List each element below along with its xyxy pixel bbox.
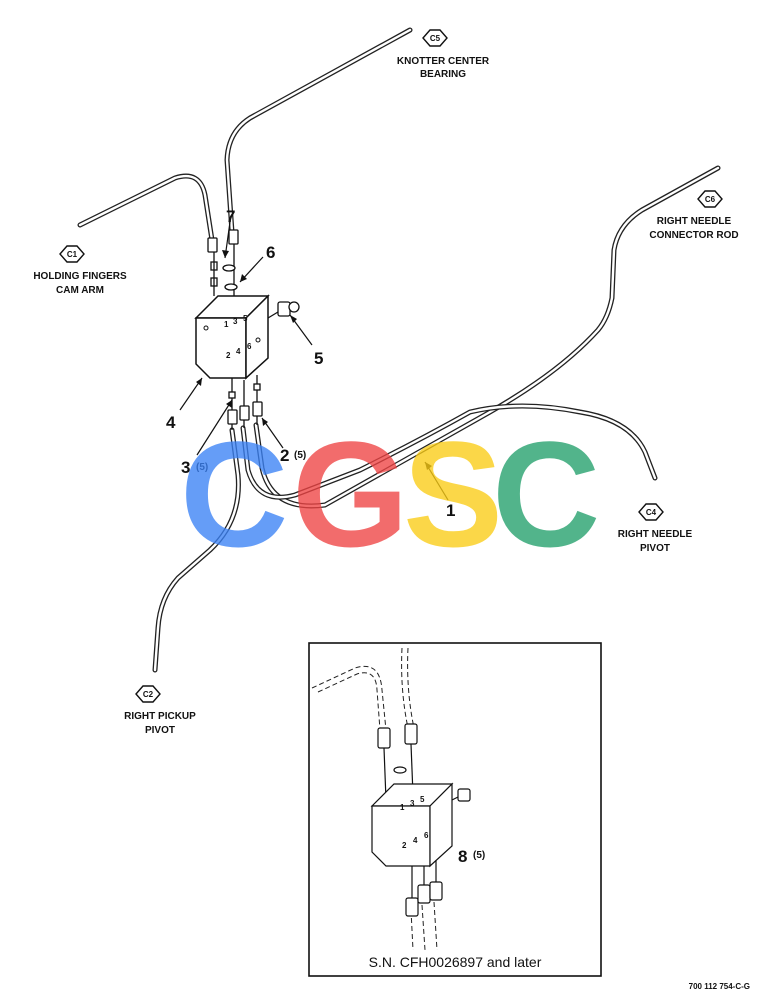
location-code: C6 [705, 195, 716, 204]
inset-port-6: 6 [424, 831, 429, 840]
tube-to-c2 [152, 427, 241, 673]
divider-block: 1 3 5 2 4 6 [194, 294, 270, 380]
figure-reference: 700 112 754-C-G [689, 982, 750, 991]
block-ports-top: 1 3 5 [224, 314, 248, 329]
lower-fittings [227, 375, 263, 430]
location-c4-line2: PIVOT [640, 543, 670, 554]
location-c6: C6 [697, 190, 723, 208]
watermark-letter-s: S [403, 410, 503, 578]
callout-5: 5 [314, 349, 323, 368]
location-code: C4 [646, 508, 657, 517]
grease-fitting [267, 301, 300, 319]
callout-6: 6 [266, 243, 275, 262]
watermark-letter-g: G [292, 410, 409, 578]
callout-3-qty: (5) [196, 462, 208, 473]
callout-8: 8 [458, 847, 467, 866]
inset-port-4: 4 [413, 836, 418, 845]
location-c2-line2: PIVOT [145, 725, 175, 736]
tube-lines [77, 27, 721, 673]
inset-port-1: 1 [400, 803, 405, 812]
location-code: C1 [67, 250, 78, 259]
block-port-2: 2 [226, 351, 231, 360]
location-c6-line2: CONNECTOR ROD [649, 230, 738, 241]
callout-7: 7 [226, 207, 235, 226]
location-code: C5 [430, 34, 441, 43]
callout-8-qty: (5) [473, 850, 485, 861]
location-c5-line2: BEARING [420, 69, 466, 80]
tube-to-c1 [77, 173, 215, 243]
inset-caption: S.N. CFH0026897 and later [369, 954, 542, 970]
block-ports-front: 2 4 6 [226, 342, 252, 360]
watermark-letter-c2: C [492, 410, 600, 578]
inset-port-3: 3 [410, 799, 415, 808]
callout-1: 1 [446, 501, 455, 520]
watermark-letter-c1: C [180, 410, 288, 578]
location-c2: C2 [135, 685, 161, 703]
block-port-3: 3 [233, 317, 238, 326]
inset-block-ports: 1 3 5 2 4 6 [400, 795, 429, 850]
hexagon-icon [422, 29, 448, 47]
block-port-4: 4 [236, 347, 241, 356]
location-c5-line1: KNOTTER CENTER [397, 56, 490, 67]
hexagon-icon [697, 190, 723, 208]
location-c2-line1: RIGHT PICKUP [124, 711, 196, 722]
block-port-5: 5 [243, 314, 248, 323]
location-c1: C1 [59, 245, 85, 263]
callout-2: 2 [280, 446, 289, 465]
watermark: C G S C [180, 410, 600, 578]
inset-detail: 1 3 5 2 4 6 8 (5) S.N. CFH0026897 and la… [308, 642, 602, 977]
location-c1-line2: CAM ARM [56, 285, 104, 296]
callout-4: 4 [166, 413, 176, 432]
hexagon-icon [59, 245, 85, 263]
location-code: C2 [143, 690, 154, 699]
location-c4: C4 [638, 503, 664, 521]
location-c6-line1: RIGHT NEEDLE [657, 216, 732, 227]
inset-port-2: 2 [402, 841, 407, 850]
hexagon-icon [638, 503, 664, 521]
tube-to-c6 [253, 165, 721, 509]
location-c5: C5 [422, 29, 448, 47]
tube-to-c5 [224, 27, 413, 235]
upper-fittings [207, 229, 239, 296]
hexagon-icon [135, 685, 161, 703]
block-port-6: 6 [247, 342, 252, 351]
inset-port-5: 5 [420, 795, 425, 804]
callout-2-qty: (5) [294, 450, 306, 461]
location-c1-line1: HOLDING FINGERS [33, 271, 127, 282]
block-port-1: 1 [224, 320, 229, 329]
location-c4-line1: RIGHT NEEDLE [618, 529, 693, 540]
callout-3: 3 [181, 458, 190, 477]
tube-to-c4 [240, 403, 658, 500]
